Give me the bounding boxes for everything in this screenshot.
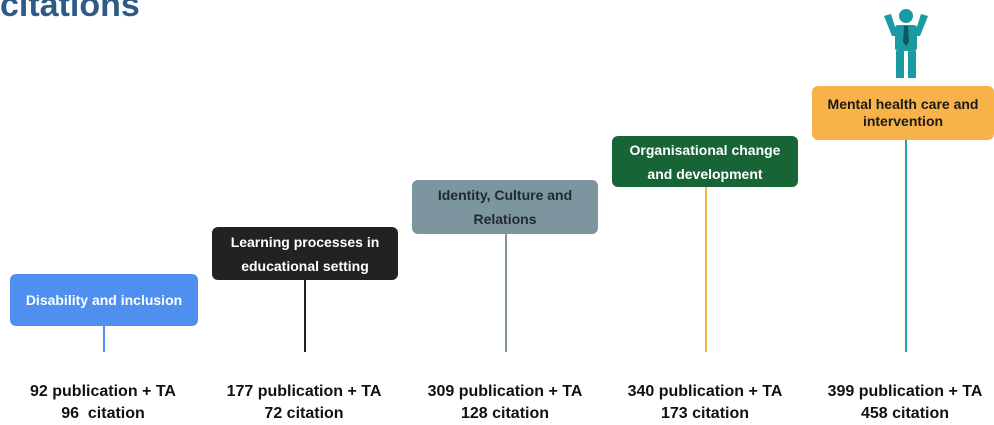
connector-line [505, 234, 507, 352]
connector-line [103, 326, 105, 352]
citation-count: 173 citation [660, 405, 750, 422]
step-stats-mental-health: 399 publication + TA 458 citation [810, 381, 994, 425]
step-stats-learning: 177 publication + TA 72 citation [209, 381, 399, 425]
citation-count: 96 citation [61, 405, 145, 422]
step-stats-disability: 92 publication + TA 96 citation [8, 381, 198, 425]
person-arms-raised-icon [884, 9, 928, 78]
step-stats-identity: 309 publication + TA 128 citation [410, 381, 600, 425]
connector-line [304, 280, 306, 352]
step-box-organisational: Organisational change and development [612, 136, 798, 187]
step-box-identity: Identity, Culture and Relations [412, 180, 598, 234]
connector-line [705, 187, 707, 352]
step-box-disability: Disability and inclusion [10, 274, 198, 326]
citation-count: 72 citation [264, 405, 344, 422]
step-box-learning: Learning processes in educational settin… [212, 227, 398, 280]
publication-count: 399 publication + TA [827, 383, 983, 400]
connector-line [905, 140, 907, 352]
publication-count: 340 publication + TA [627, 383, 783, 400]
step-stats-organisational: 340 publication + TA 173 citation [610, 381, 800, 425]
publication-count: 177 publication + TA [226, 383, 382, 400]
publication-count: 92 publication + TA [30, 383, 176, 400]
citation-count: 458 citation [860, 405, 950, 422]
publication-count: 309 publication + TA [427, 383, 583, 400]
citation-count: 128 citation [460, 405, 550, 422]
step-box-mental-health: Mental health care and intervention [812, 86, 994, 140]
page-title: citations [0, 0, 140, 24]
